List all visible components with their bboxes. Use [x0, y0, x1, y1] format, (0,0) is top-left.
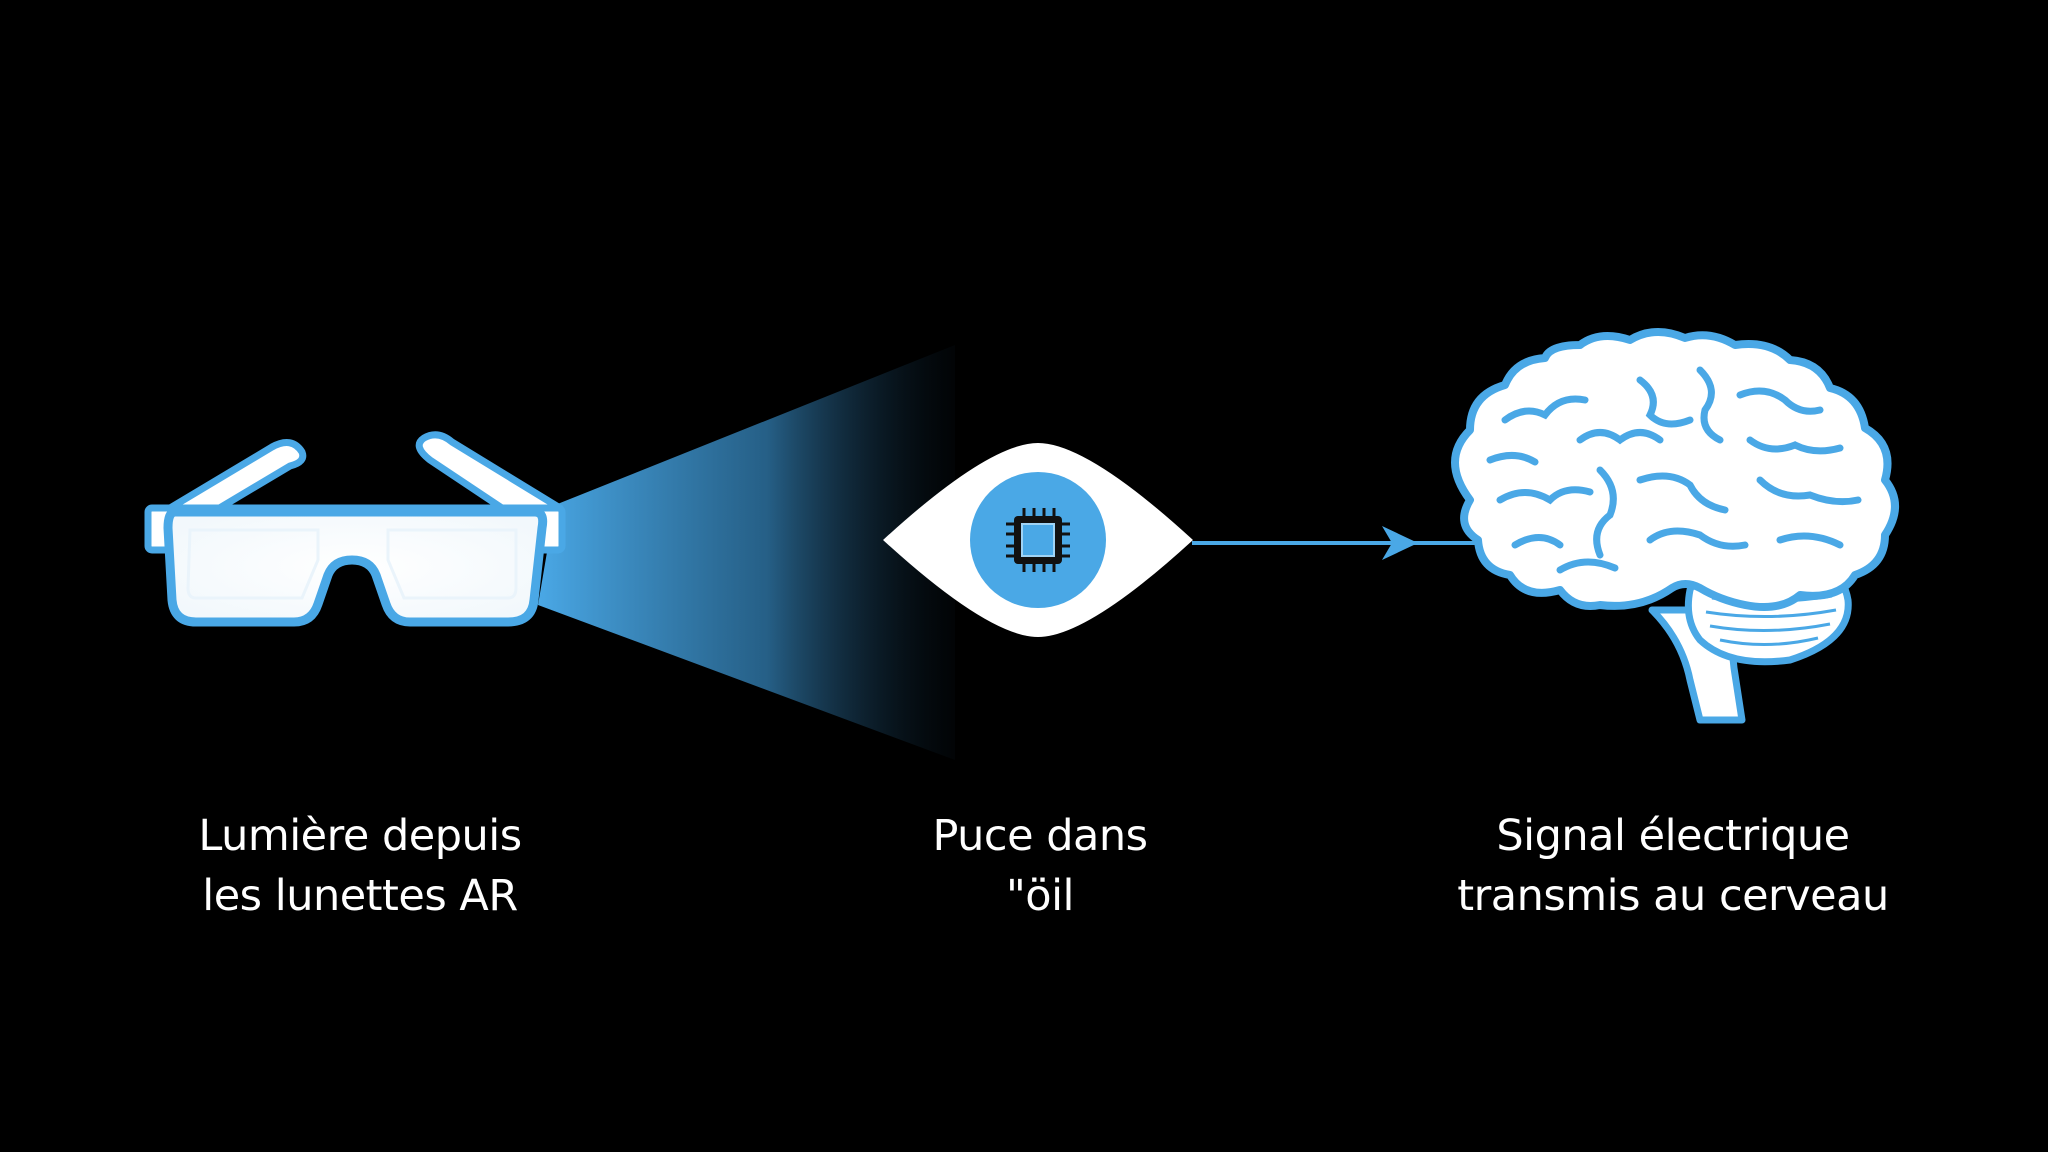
caption-brain-signal: Signal électrique transmis au cerveau [1413, 806, 1933, 926]
caption-line: Signal électrique [1496, 811, 1850, 861]
chip-icon [1006, 508, 1070, 572]
caption-line: transmis au cerveau [1457, 871, 1889, 921]
brain-icon [1451, 328, 1899, 724]
cerebrum [1451, 328, 1899, 611]
light-beam [538, 345, 955, 760]
caption-line: "öil [1006, 871, 1074, 921]
ar-glasses-icon [144, 431, 566, 627]
caption-eye-chip: Puce dans "öil [780, 806, 1300, 926]
caption-line: les lunettes AR [202, 871, 518, 921]
caption-line: Lumière depuis [198, 811, 522, 861]
caption-ar-glasses: Lumière depuis les lunettes AR [100, 806, 620, 926]
signal-arrow [1192, 526, 1478, 560]
eye-with-chip-icon [883, 442, 1193, 638]
caption-line: Puce dans [932, 811, 1149, 861]
